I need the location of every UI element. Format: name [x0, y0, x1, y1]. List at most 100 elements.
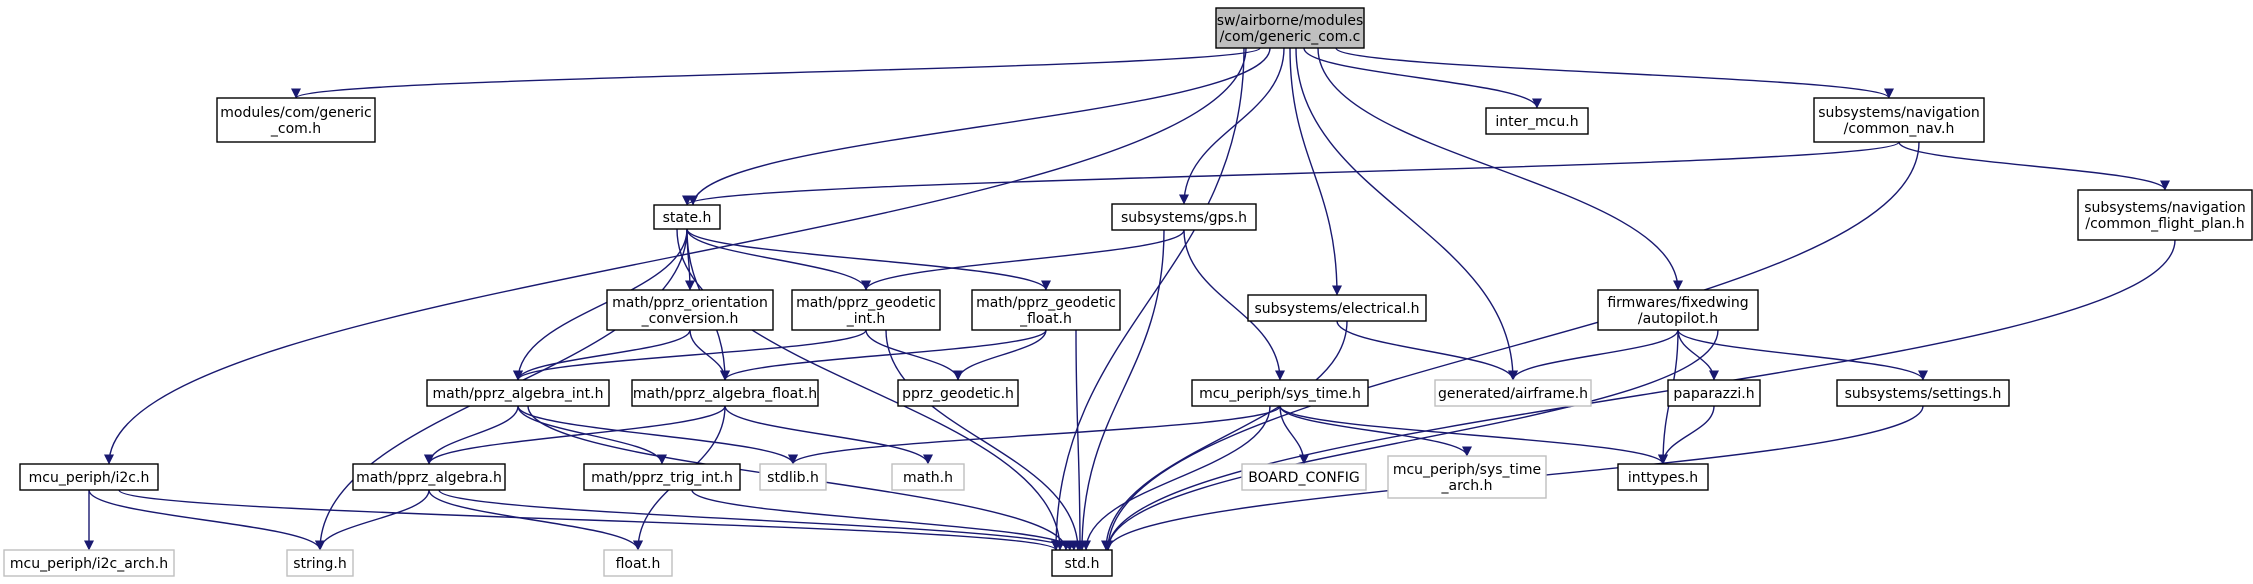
edge-algebra-to-std [438, 489, 1075, 551]
node-inttypes[interactable]: inttypes.h [1617, 463, 1709, 491]
node-float: float.h [603, 549, 673, 577]
node-label: _conversion.h [641, 311, 739, 327]
node-box [606, 289, 774, 331]
node-common-nav[interactable]: subsystems/navigation/common_nav.h [1813, 97, 1985, 143]
node-pprz-geodetic[interactable]: pprz_geodetic.h [897, 379, 1019, 407]
node-box [352, 463, 506, 491]
edge-gps-to-geodetic_int [861, 229, 1185, 291]
node-settings[interactable]: subsystems/settings.h [1836, 379, 2010, 407]
node-algebra-float[interactable]: math/pprz_algebra_float.h [631, 379, 819, 407]
node-string: string.h [286, 549, 354, 577]
node-label: mcu_periph/sys_time [1393, 462, 1541, 478]
edge-state-to-algebra_int [513, 228, 688, 381]
node-box [216, 97, 376, 143]
node-box [1051, 549, 1113, 577]
node-box [583, 463, 741, 491]
node-box [1434, 379, 1592, 407]
edge-algebra_float-to-math [724, 405, 933, 465]
node-box [2077, 189, 2253, 241]
node-label: stdlib.h [767, 470, 819, 486]
node-label: /common_flight_plan.h [2085, 216, 2244, 232]
node-geodetic-float[interactable]: math/pprz_geodetic_float.h [971, 289, 1121, 331]
edge-root-to-autopilot [1317, 47, 1683, 291]
edge-root-to-gps [1179, 47, 1285, 205]
node-box [19, 463, 159, 491]
edge-algebra-to-float [428, 489, 643, 551]
node-algebra-int[interactable]: math/pprz_algebra_int.h [426, 379, 610, 407]
node-std[interactable]: std.h [1051, 549, 1113, 577]
node-box [1111, 203, 1257, 231]
node-label: inter_mcu.h [1495, 114, 1578, 130]
edge-gps-to-std [1077, 229, 1165, 551]
edge-sys_time-to-board_config [1279, 405, 1309, 465]
node-autopilot[interactable]: firmwares/fixedwing/autopilot.h [1597, 289, 1759, 331]
node-box [653, 204, 721, 230]
edge-common_nav-to-state [682, 141, 1900, 206]
node-label: string.h [293, 556, 347, 572]
edge-root-to-electrical [1289, 47, 1342, 296]
node-label: /com/generic_com.c [1220, 29, 1361, 45]
node-label: _int.h [846, 311, 886, 327]
node-orientation-conversion[interactable]: math/pprz_orientation_conversion.h [606, 289, 774, 331]
node-label: subsystems/settings.h [1845, 386, 2002, 402]
node-label: state.h [663, 210, 712, 226]
node-box [3, 549, 175, 577]
node-math: math.h [891, 463, 965, 491]
node-board-config: BOARD_CONFIG [1241, 463, 1367, 491]
node-box [286, 549, 354, 577]
dependency-edges [84, 47, 2176, 551]
node-algebra[interactable]: math/pprz_algebra.h [352, 463, 506, 491]
edge-common_flight_plan-to-std [1103, 239, 2176, 551]
node-airframe: generated/airframe.h [1434, 379, 1592, 407]
node-box [1215, 7, 1365, 49]
edge-sys_time-to-std [1081, 405, 1271, 551]
node-box [1241, 463, 1367, 491]
node-label: _com.h [270, 121, 321, 137]
node-label: std.h [1065, 556, 1100, 572]
node-trig-int[interactable]: math/pprz_trig_int.h [583, 463, 741, 491]
edge-autopilot-to-paparazzi [1677, 329, 1719, 381]
node-i2c[interactable]: mcu_periph/i2c.h [19, 463, 159, 491]
edge-geodetic_int-to-algebra_int [513, 329, 867, 381]
node-label: mcu_periph/i2c.h [29, 470, 150, 486]
node-inter-mcu[interactable]: inter_mcu.h [1485, 107, 1589, 135]
node-i2c-arch: mcu_periph/i2c_arch.h [3, 549, 175, 577]
edge-sys_time-to-sys_time_arch [1279, 405, 1472, 457]
node-label: paparazzi.h [1673, 386, 1754, 402]
node-label: _arch.h [1441, 478, 1493, 494]
node-label: mcu_periph/sys_time.h [1199, 386, 1361, 402]
node-label: math/pprz_algebra_int.h [433, 386, 604, 402]
edge-state-to-std [676, 228, 1065, 551]
node-label: math/pprz_algebra_float.h [633, 386, 817, 402]
node-label: math/pprz_orientation [612, 295, 768, 311]
edge-state-to-geodetic_int [686, 228, 871, 291]
edge-common_nav-to-common_flight_plan [1898, 141, 2170, 191]
node-common-flight-plan[interactable]: subsystems/navigation/common_flight_plan… [2077, 189, 2253, 241]
node-electrical[interactable]: subsystems/electrical.h [1247, 294, 1427, 322]
edge-root-to-state [688, 47, 1271, 206]
node-label: math/pprz_geodetic [976, 295, 1116, 311]
edge-paparazzi-to-inttypes [1658, 405, 1715, 465]
node-gps[interactable]: subsystems/gps.h [1111, 203, 1257, 231]
node-label: math/pprz_algebra.h [356, 470, 502, 486]
node-box [631, 379, 819, 407]
node-box [891, 463, 965, 491]
node-state[interactable]: state.h [653, 204, 721, 230]
edge-autopilot-to-std [1103, 329, 1719, 551]
edge-common_nav-to-std [1103, 141, 1920, 551]
edge-root-to-generic_com_h [291, 47, 1261, 99]
node-box [791, 289, 941, 331]
edge-root-to-inter_mcu [1303, 47, 1542, 109]
node-box [1387, 455, 1547, 499]
node-generic-com-h[interactable]: modules/com/generic_com.h [216, 97, 376, 143]
edge-autopilot-to-airframe [1508, 329, 1679, 381]
node-sys-time[interactable]: mcu_periph/sys_time.h [1191, 379, 1369, 407]
node-root[interactable]: sw/airborne/modules/com/generic_com.c [1215, 7, 1365, 49]
node-geodetic-int[interactable]: math/pprz_geodetic_int.h [791, 289, 941, 331]
edge-trig_int-to-std [691, 489, 1079, 551]
node-paparazzi[interactable]: paparazzi.h [1667, 379, 1761, 407]
node-label: subsystems/gps.h [1121, 210, 1247, 226]
edge-orientation_conversion-to-algebra_int [513, 329, 691, 381]
node-label: mcu_periph/i2c_arch.h [10, 556, 168, 572]
node-label: math/pprz_geodetic [796, 295, 936, 311]
